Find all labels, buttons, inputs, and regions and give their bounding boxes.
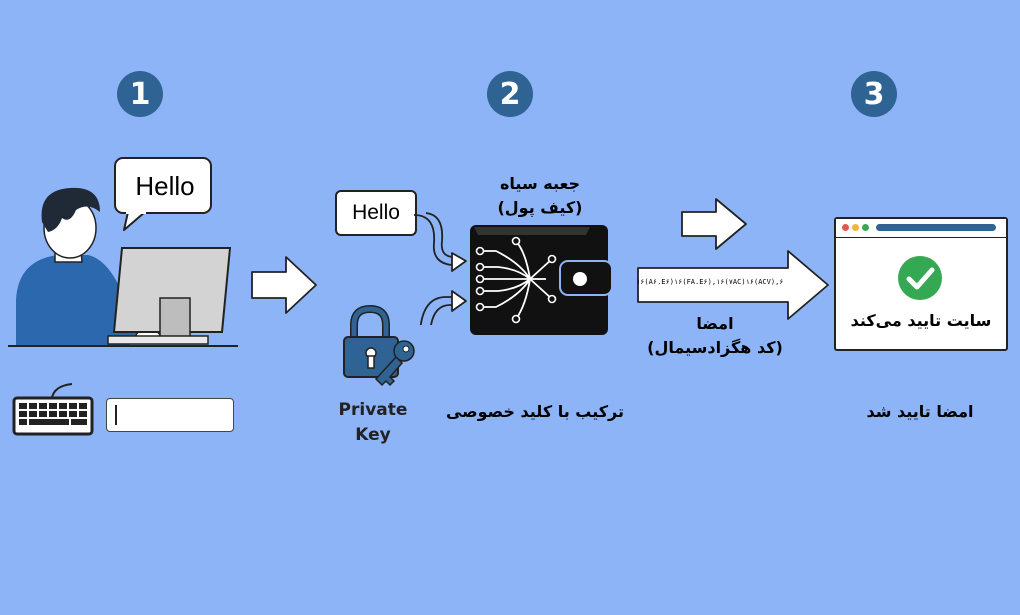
black-box-label-line1: جعبه سیاه bbox=[499, 174, 581, 193]
arrow-right-small-icon bbox=[681, 198, 747, 250]
address-bar bbox=[876, 224, 996, 231]
step-2-badge: 2 bbox=[487, 71, 533, 117]
message-text: Hello bbox=[352, 201, 400, 224]
private-key-label-line2: Key bbox=[355, 425, 391, 445]
wallet-circuit-icon bbox=[470, 225, 613, 335]
lock-key-icon bbox=[343, 305, 415, 387]
step-1-badge: 1 bbox=[117, 71, 163, 117]
speech-bubble-text: Hello bbox=[135, 170, 195, 201]
signature-label: امضا (کد هگزادسیمال) bbox=[640, 312, 790, 360]
browser-window: سایت تایید می‌کند bbox=[834, 217, 1008, 351]
check-circle-icon bbox=[898, 256, 942, 300]
speech-bubble-icon bbox=[114, 157, 212, 231]
browser-title-bar bbox=[836, 219, 1006, 238]
private-key-label-line1: Private bbox=[338, 400, 408, 420]
step-1-number: 1 bbox=[129, 76, 151, 112]
minimize-dot-icon bbox=[852, 224, 859, 231]
message-box: Hello bbox=[335, 190, 417, 236]
combine-with-private-key-label: ترکیب با کلید خصوصی bbox=[445, 402, 625, 421]
user-at-computer-illustration bbox=[8, 157, 238, 347]
keyboard-icon bbox=[12, 383, 94, 436]
step-2-number: 2 bbox=[499, 76, 521, 112]
signature-label-line2: (کد هگزادسیمال) bbox=[647, 338, 783, 357]
signature-arrow-icon bbox=[637, 250, 829, 320]
private-key-label: Private Key bbox=[330, 398, 416, 448]
curved-arrows-icon bbox=[413, 212, 467, 325]
close-dot-icon bbox=[842, 224, 849, 231]
desktop-computer-icon bbox=[107, 247, 232, 345]
text-input-field[interactable] bbox=[106, 398, 234, 432]
person-icon bbox=[16, 187, 161, 345]
signature-label-line1: امضا bbox=[696, 314, 734, 333]
maximize-dot-icon bbox=[862, 224, 869, 231]
site-verifies-text: سایت تایید می‌کند bbox=[850, 311, 992, 330]
black-box-label-line2: (کیف پول) bbox=[497, 198, 583, 217]
text-cursor bbox=[115, 405, 117, 425]
step-3-number: 3 bbox=[863, 76, 885, 112]
black-box-label: جعبه سیاه (کیف پول) bbox=[470, 172, 610, 220]
signature-hex-code: ۱۶(A۶.E۶)۱۶(FA.E۶),۱۶(۷AC)۱۶(ACV),۶ bbox=[636, 278, 784, 286]
signature-verified-label: امضا تایید شد bbox=[866, 402, 974, 421]
arrow-right-icon bbox=[251, 256, 317, 314]
step-3-badge: 3 bbox=[851, 71, 897, 117]
